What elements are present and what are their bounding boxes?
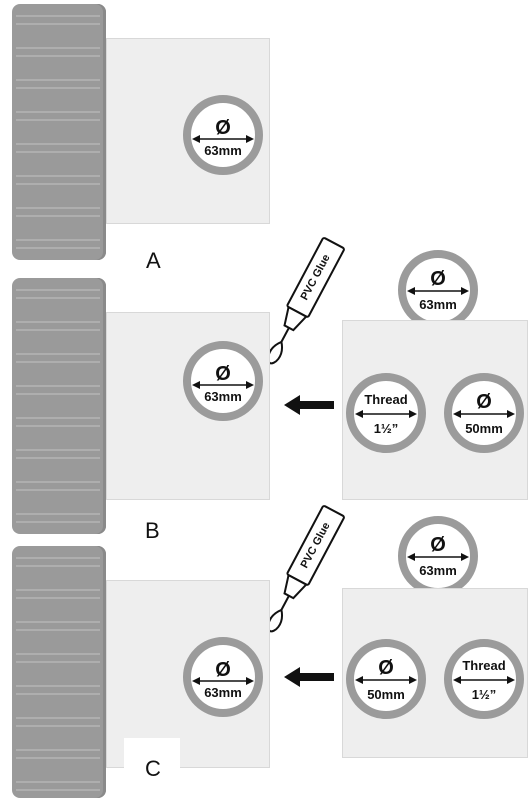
size-label: 63mm	[204, 143, 242, 158]
panel-label: A	[146, 248, 161, 273]
insert-arrow-icon	[284, 395, 334, 415]
fitting-63mm: Ø 63mm	[183, 637, 263, 717]
size-label: 63mm	[204, 389, 242, 404]
size-label: 1½”	[472, 687, 497, 702]
size-label: 1½”	[374, 421, 399, 436]
fitting-63mm: Ø 63mm	[183, 95, 263, 175]
insert-arrow-icon	[284, 667, 334, 687]
fitting-thread: Thread 1½”	[346, 373, 426, 453]
thread-label: Thread	[462, 658, 505, 673]
diameter-symbol: Ø	[215, 659, 231, 681]
size-label: 63mm	[419, 563, 457, 578]
panel-label: C	[145, 756, 161, 781]
panel-label: B	[145, 518, 160, 543]
fitting-50mm: Ø 50mm	[444, 373, 524, 453]
fitting-50mm: Ø 50mm	[346, 639, 426, 719]
diameter-symbol: Ø	[215, 117, 231, 139]
fitting-63mm: Ø 63mm	[398, 516, 478, 596]
panel-b: Ø 63mm PVC Glue Ø 63mm Thread 1½”	[12, 237, 528, 543]
vent-grille	[12, 546, 106, 798]
size-label: 50mm	[465, 421, 503, 436]
vent-grille	[12, 4, 106, 260]
size-label: 63mm	[419, 297, 457, 312]
diameter-symbol: Ø	[378, 657, 394, 679]
label-box	[124, 738, 180, 794]
panel-a: Ø 63mm A	[0, 0, 532, 273]
thread-label: Thread	[364, 392, 407, 407]
pvc-glue-tube-icon: PVC Glue	[270, 505, 345, 633]
fitting-63mm: Ø 63mm	[183, 341, 263, 421]
pvc-glue-tube-icon: PVC Glue	[270, 237, 345, 365]
size-label: 50mm	[367, 687, 405, 702]
vent-grille	[12, 278, 106, 534]
grille-slats	[16, 15, 100, 249]
diameter-symbol: Ø	[476, 391, 492, 413]
size-label: 63mm	[204, 685, 242, 700]
grille-slats	[16, 289, 100, 523]
fitting-thread: Thread 1½”	[444, 639, 524, 719]
grille-slats	[16, 557, 100, 791]
diameter-symbol: Ø	[430, 534, 446, 556]
diameter-symbol: Ø	[430, 268, 446, 290]
diameter-symbol: Ø	[215, 363, 231, 385]
fitting-63mm: Ø 63mm	[398, 250, 478, 330]
